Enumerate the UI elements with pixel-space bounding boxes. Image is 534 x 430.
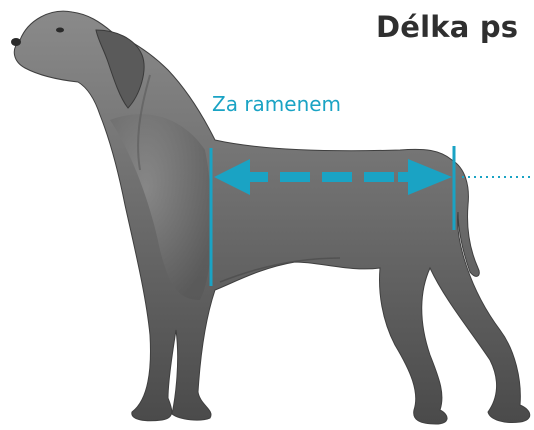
dog-silhouette-icon — [11, 11, 530, 424]
page-title: Délka ps — [376, 10, 518, 44]
measurement-label: Za ramenem — [212, 92, 341, 116]
